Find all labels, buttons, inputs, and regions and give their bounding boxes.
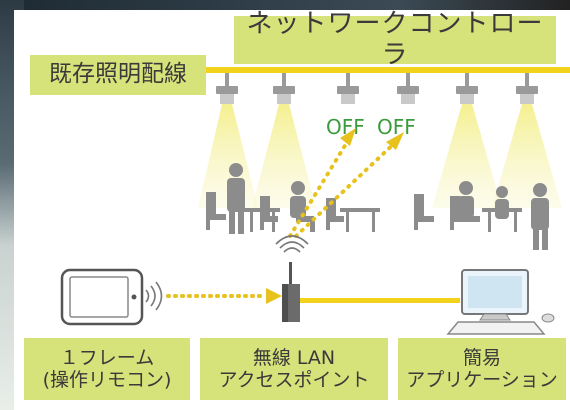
- access-point-label-line2: アクセスポイント: [218, 369, 370, 391]
- desk-icons: [244, 208, 522, 232]
- network-controller-label: ネットワークコントローラ: [234, 9, 556, 70]
- remote-waves-icon: [145, 281, 163, 311]
- existing-wiring-label: 既存照明配線: [30, 55, 206, 95]
- remote-label: １フレーム (操作リモコン): [24, 338, 190, 400]
- person-standing-icon: [227, 163, 245, 234]
- light-cone-2: [252, 104, 316, 208]
- remote-label-line1: １フレーム: [59, 346, 155, 369]
- fixture-4-icon: [397, 73, 419, 104]
- person-seated-icon: [290, 181, 315, 232]
- fixture-5-icon: [456, 73, 478, 104]
- application-label-line1: 簡易: [462, 346, 501, 369]
- access-point-label-line1: 無線 LAN: [252, 346, 336, 369]
- fixture-3-icon: [337, 73, 359, 104]
- lan-cable: [300, 298, 460, 303]
- access-point-label: 無線 LAN アクセスポイント: [200, 338, 388, 400]
- fixture-2-icon: [273, 73, 295, 104]
- person-standing-right-icon: [531, 183, 549, 250]
- remote-signal-arrowhead: [266, 288, 282, 304]
- off-label-2: OFF: [377, 115, 416, 139]
- tablet-remote-icon: [60, 268, 144, 326]
- light-cone-6: [492, 104, 562, 208]
- signal-arrowheads: [340, 128, 404, 150]
- access-point-icon: [282, 262, 300, 322]
- office-silhouettes: [206, 163, 549, 250]
- wireless-signal-up: [288, 132, 402, 238]
- remote-label-line2: (操作リモコン): [42, 369, 172, 391]
- desktop-pc-icon: [446, 269, 555, 335]
- fixture-6-icon: [516, 73, 538, 104]
- lighting-rail: [196, 67, 570, 73]
- application-label-line2: アプリケーション: [406, 369, 558, 391]
- light-cone-5: [432, 104, 502, 208]
- ceiling-fixtures: [216, 73, 538, 104]
- application-label: 簡易 アプリケーション: [398, 338, 566, 400]
- person-seated-far-right-icon: [495, 186, 509, 219]
- fixture-1-icon: [216, 73, 238, 104]
- person-seated-right-icon: [458, 181, 480, 222]
- wifi-waves-icon: [275, 235, 309, 253]
